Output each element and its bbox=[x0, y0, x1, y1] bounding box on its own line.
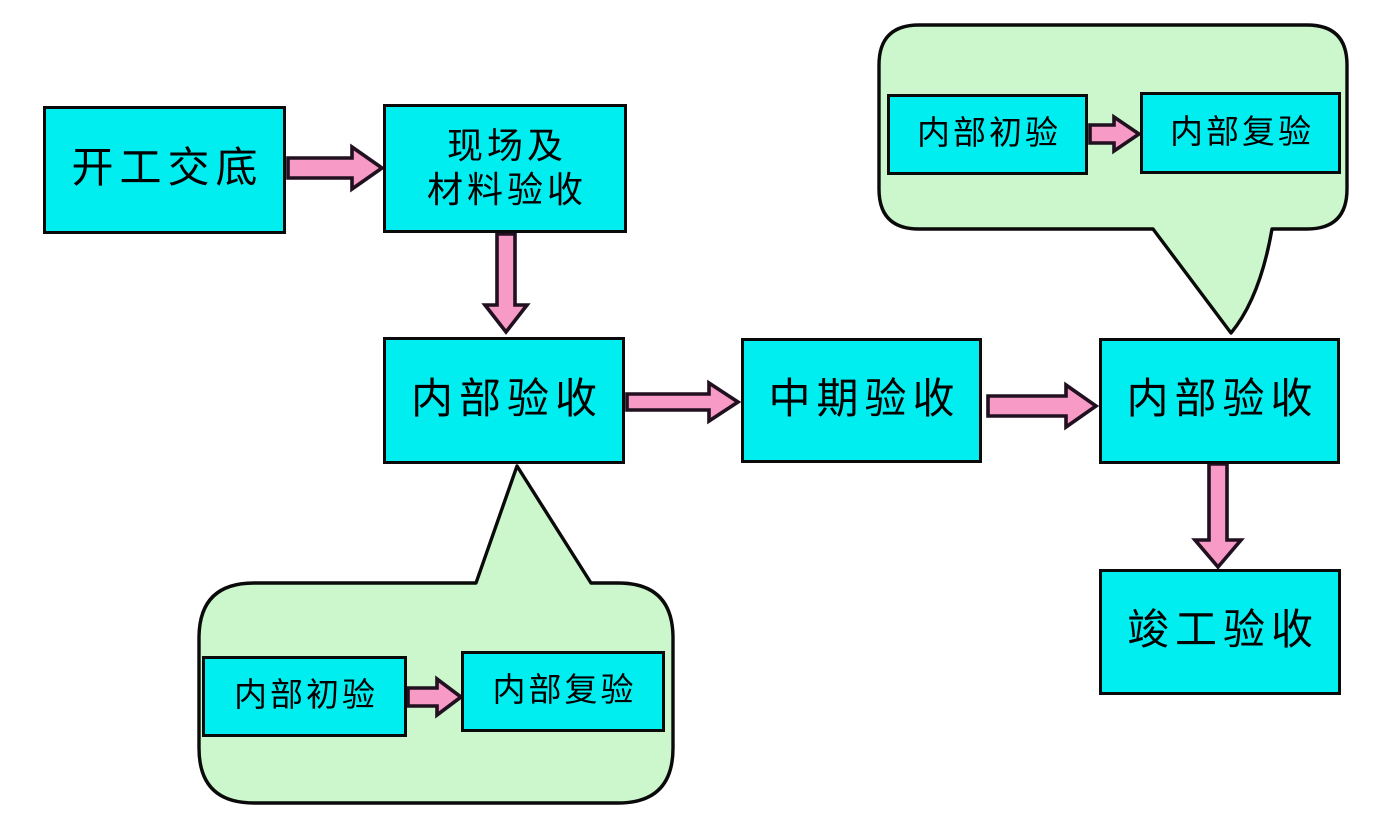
arrow-callout-bottom-initial-to-recheck bbox=[406, 675, 464, 719]
node-start: 开工交底 bbox=[43, 106, 286, 234]
arrow-internal-final-to-completion bbox=[1191, 462, 1245, 570]
node-site-material-line2: 材料验收 bbox=[426, 169, 587, 210]
node-completion-acceptance-label: 竣工验收 bbox=[1126, 608, 1319, 655]
arrow-site-to-internal-mid bbox=[481, 232, 531, 335]
callout-bottom-recheck-label: 内部复验 bbox=[492, 673, 637, 710]
callout-top-recheck-box: 内部复验 bbox=[1140, 92, 1341, 174]
callout-bubble-bottom-left bbox=[197, 464, 675, 805]
node-site-material: 现场及 材料验收 bbox=[383, 104, 627, 233]
arrow-internal-mid-to-midterm bbox=[625, 379, 742, 425]
node-completion-acceptance: 竣工验收 bbox=[1099, 569, 1341, 695]
node-internal-acceptance-mid: 内部验收 bbox=[383, 337, 625, 464]
node-internal-acceptance-final-label: 内部验收 bbox=[1126, 377, 1319, 424]
node-midterm-acceptance: 中期验收 bbox=[741, 338, 982, 463]
callout-bottom-initial-label: 内部初验 bbox=[234, 678, 378, 715]
arrow-callout-top-initial-to-recheck bbox=[1088, 113, 1143, 155]
node-internal-acceptance-mid-label: 内部验收 bbox=[410, 376, 603, 423]
node-midterm-acceptance-label: 中期验收 bbox=[768, 376, 961, 423]
arrow-midterm-to-internal-final bbox=[986, 381, 1100, 431]
callout-top-recheck-label: 内部复验 bbox=[1170, 114, 1314, 151]
node-site-material-line1: 现场及 bbox=[446, 125, 567, 166]
node-internal-acceptance-final: 内部验收 bbox=[1099, 338, 1340, 464]
callout-bubble-top-right bbox=[877, 23, 1349, 335]
callout-top-initial-label: 内部初验 bbox=[917, 116, 1061, 153]
callout-bottom-initial-box: 内部初验 bbox=[202, 656, 407, 737]
arrow-start-to-site bbox=[286, 143, 386, 193]
callout-bottom-recheck-box: 内部复验 bbox=[461, 651, 665, 732]
callout-top-initial-box: 内部初验 bbox=[887, 94, 1088, 175]
node-start-label: 开工交底 bbox=[71, 146, 264, 193]
